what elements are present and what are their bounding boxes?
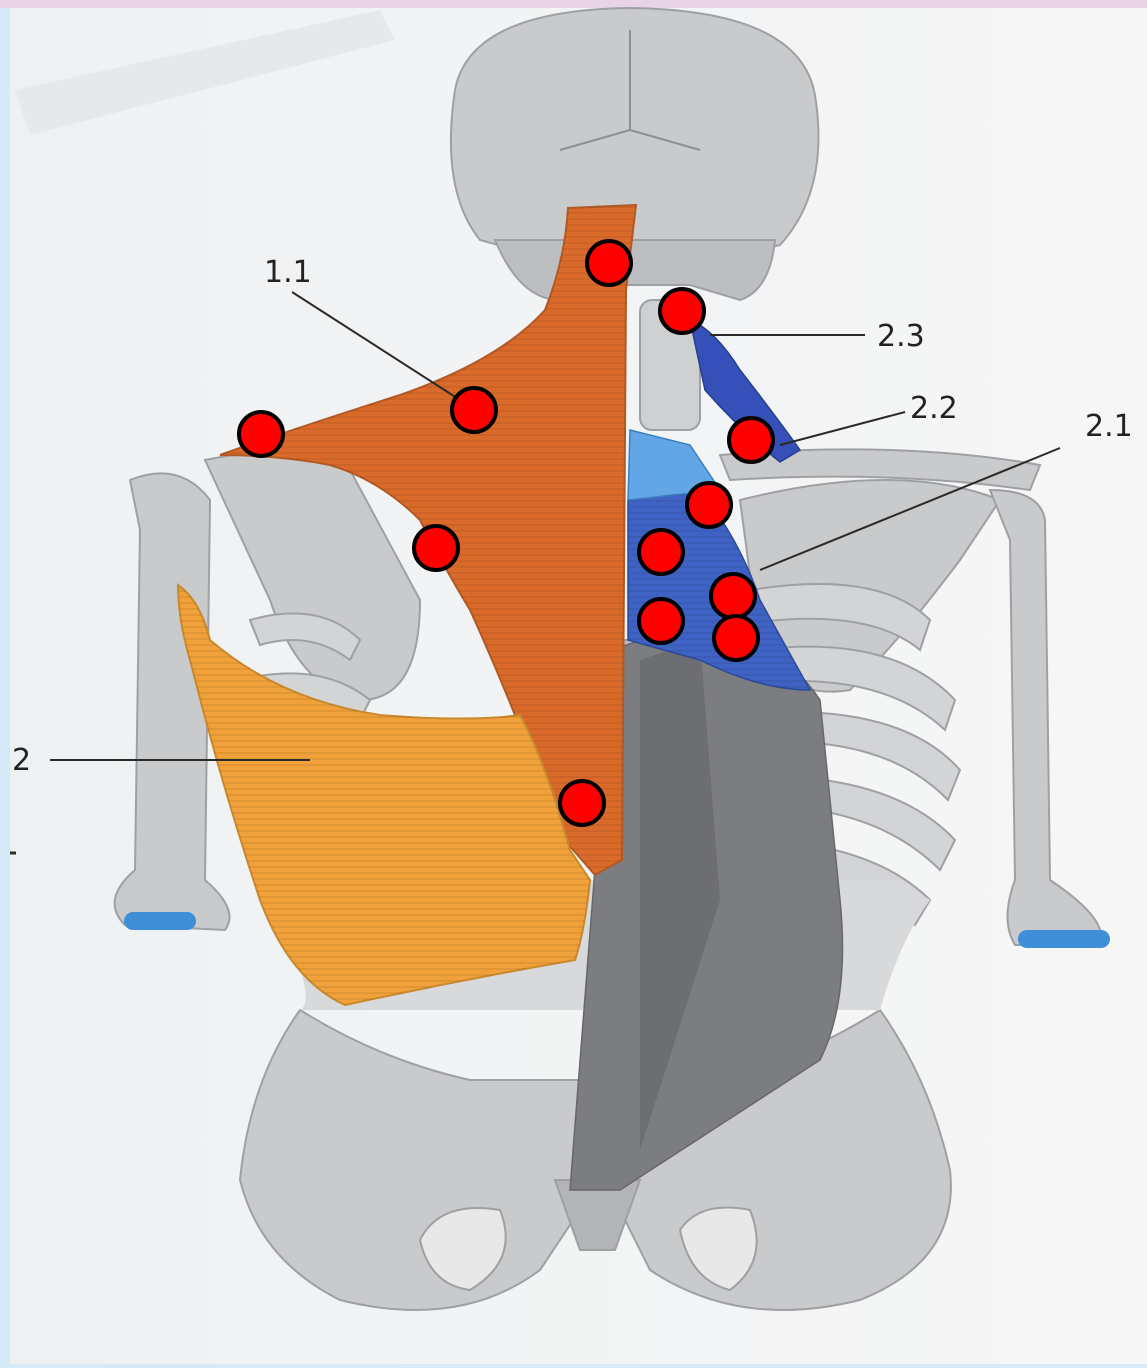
- label-2-3: 2.3: [877, 319, 925, 354]
- red-marker-5: [729, 418, 773, 462]
- red-marker-2: [660, 289, 704, 333]
- red-marker-6: [687, 483, 731, 527]
- label-2: 2: [12, 743, 31, 778]
- red-marker-12: [560, 781, 604, 825]
- cartilage-right: [1018, 930, 1110, 948]
- label-1-1: 1.1: [264, 255, 312, 290]
- skull: [451, 8, 819, 265]
- red-marker-11: [714, 616, 758, 660]
- red-marker-9: [711, 574, 755, 618]
- red-marker-8: [639, 530, 683, 574]
- red-marker-10: [639, 599, 683, 643]
- top-border: [0, 0, 1147, 8]
- label-2-1: 2.1: [1085, 409, 1133, 444]
- red-marker-4: [239, 412, 283, 456]
- red-marker-3: [452, 388, 496, 432]
- cartilage-left: [124, 912, 196, 930]
- red-marker-7: [414, 526, 458, 570]
- left-border: [0, 0, 10, 1364]
- red-marker-1: [587, 241, 631, 285]
- label-2-2: 2.2: [910, 391, 958, 426]
